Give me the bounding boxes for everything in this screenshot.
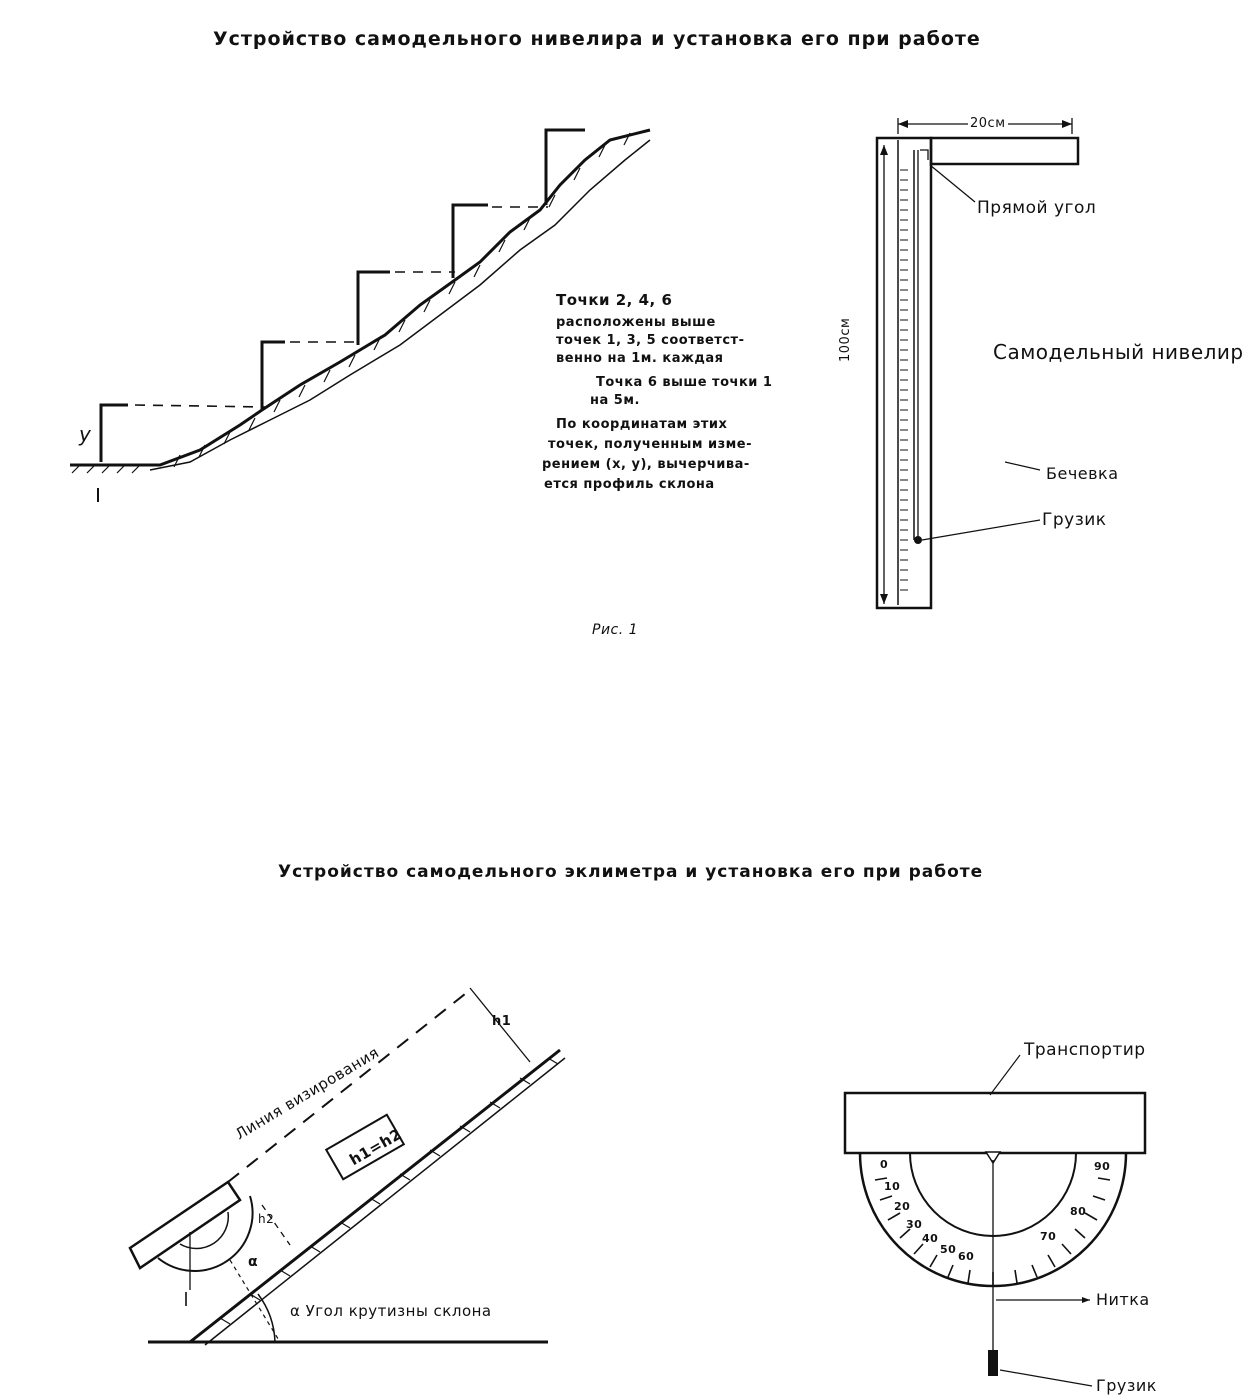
- note-line-2: расположены выше: [556, 315, 716, 330]
- protractor-label: Транспортир: [1024, 1040, 1146, 1060]
- note-line-8: точек, полученным изме-: [548, 437, 753, 452]
- scale-80: 80: [1070, 1205, 1087, 1218]
- note-line-9: рением (x, y), вычерчива-: [542, 457, 750, 472]
- weight-label-bottom: Грузик: [1096, 1376, 1157, 1395]
- scale-40: 40: [922, 1232, 939, 1245]
- scale-10: 10: [884, 1180, 901, 1193]
- title-level: Устройство самодельного нивелира и устан…: [213, 28, 981, 50]
- scale-90: 90: [1094, 1160, 1111, 1173]
- note-line-7: По координатам этих: [556, 417, 728, 432]
- alpha-label: α: [248, 1254, 259, 1270]
- y-axis-label: у: [79, 422, 92, 446]
- note-line-3: точек 1, 3, 5 соответст-: [556, 333, 745, 348]
- level-name-label: Самодельный нивелир: [993, 340, 1244, 364]
- note-line-4: венно на 1м. каждая: [556, 351, 724, 366]
- h2-label: h2: [258, 1212, 275, 1226]
- h1-label: h1: [492, 1014, 512, 1029]
- scale-20: 20: [894, 1200, 911, 1213]
- figure-caption: Рис. 1: [592, 622, 639, 638]
- scale-50: 50: [940, 1243, 957, 1256]
- scale-60: 60: [958, 1250, 975, 1263]
- note-line-10: ется профиль склона: [544, 477, 715, 492]
- weight-label-top: Грузик: [1042, 510, 1107, 530]
- scale-0: 0: [880, 1158, 889, 1171]
- note-line-5: Точка 6 выше точки 1: [596, 375, 773, 390]
- title-clinometer: Устройство самодельного эклиметра и уста…: [278, 862, 984, 882]
- slope-angle-label: α Угол крутизны склона: [290, 1302, 492, 1320]
- string-label: Бечевка: [1046, 464, 1119, 483]
- scale-70: 70: [1040, 1230, 1057, 1243]
- thread-label: Нитка: [1096, 1290, 1150, 1309]
- right-angle-label: Прямой угол: [977, 198, 1097, 218]
- note-line-1: Точки 2, 4, 6: [556, 291, 673, 309]
- dim-20cm-label: 20см: [968, 116, 1008, 131]
- note-line-6: на 5м.: [590, 393, 640, 408]
- scale-30: 30: [906, 1218, 923, 1231]
